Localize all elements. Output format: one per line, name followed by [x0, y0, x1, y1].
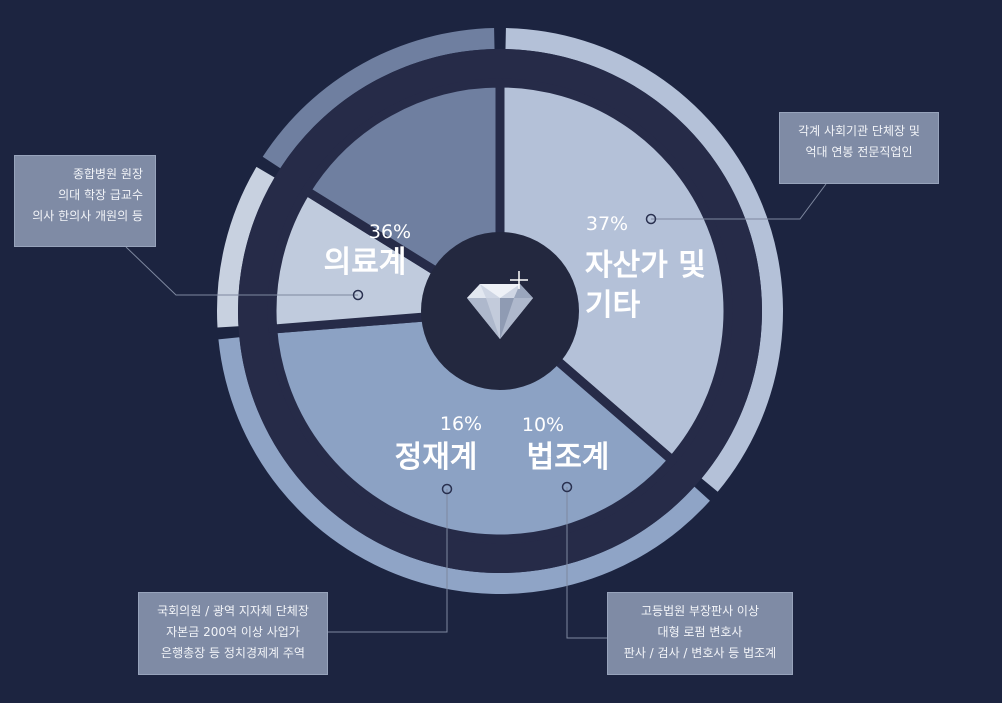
callout-assets-line-1: 각계 사회기관 단체장 및	[798, 124, 920, 138]
callout-assets-line-2: 억대 연봉 전문직업인	[805, 145, 913, 159]
leader-marker	[352, 289, 364, 301]
leader-marker	[561, 481, 573, 493]
callout-medical-line-1: 종합병원 원장	[72, 167, 143, 181]
segment-percent-label: 16%	[440, 413, 482, 435]
segment-name-label: 의료계	[324, 245, 407, 280]
outer-ring-segment	[218, 337, 710, 594]
callout-medical-line-2: 의대 학장 급교수	[58, 188, 143, 202]
pie-wedge	[268, 306, 677, 544]
segment-name-label: 정재계	[395, 440, 478, 475]
callout-medical-line-3: 의사 한의사 개원의 등	[32, 209, 143, 223]
leader-line	[125, 246, 358, 296]
segment-percent-label: 36%	[369, 221, 411, 243]
leader-lines	[125, 183, 827, 639]
callout-politics-line-2: 자본금 200억 이상 사업가	[166, 625, 300, 639]
segment-labels: 36%의료계 37% 자산가 및기타 10% 법조계 16% 정재계	[324, 213, 706, 475]
leader-marker	[645, 213, 657, 225]
leader-line	[328, 489, 448, 633]
segment-percent-label: 37%	[586, 213, 628, 235]
leader-line	[651, 183, 827, 220]
segment-name-label: 법조계	[527, 440, 610, 475]
callout-politics-line-3: 은행총장 등 정치경제계 주역	[161, 646, 305, 660]
leader-line	[566, 487, 607, 639]
diamond-icon	[467, 271, 533, 339]
callout-assets: 각계 사회기관 단체장 및 억대 연봉 전문직업인	[779, 112, 939, 184]
callout-legal-line-2: 대형 로펌 변호사	[657, 625, 743, 639]
callout-politics-line-1: 국회의원 / 광역 지자체 단체장	[157, 604, 309, 618]
callout-legal: 고등법원 부장판사 이상 대형 로펌 변호사 판사 / 검사 / 변호사 등 법…	[607, 592, 793, 675]
callout-medical: 종합병원 원장 의대 학장 급교수 의사 한의사 개원의 등	[14, 155, 156, 247]
segment-percent-label: 10%	[522, 414, 564, 436]
pie-wedge	[495, 78, 733, 465]
segment-name-label: 기타	[585, 288, 641, 323]
callout-legal-line-3: 판사 / 검사 / 변호사 등 법조계	[623, 646, 777, 660]
outer-ring	[217, 28, 783, 594]
callout-politics: 국회의원 / 광역 지자체 단체장 자본금 200억 이상 사업가 은행총장 등…	[138, 592, 328, 675]
callout-legal-line-1: 고등법원 부장판사 이상	[640, 604, 760, 618]
leader-marker	[441, 483, 453, 495]
outer-ring-segment	[217, 166, 275, 328]
segment-name-label: 자산가 및	[585, 248, 706, 283]
outer-ring-segment	[505, 28, 783, 492]
outer-ring-segment	[262, 28, 495, 169]
